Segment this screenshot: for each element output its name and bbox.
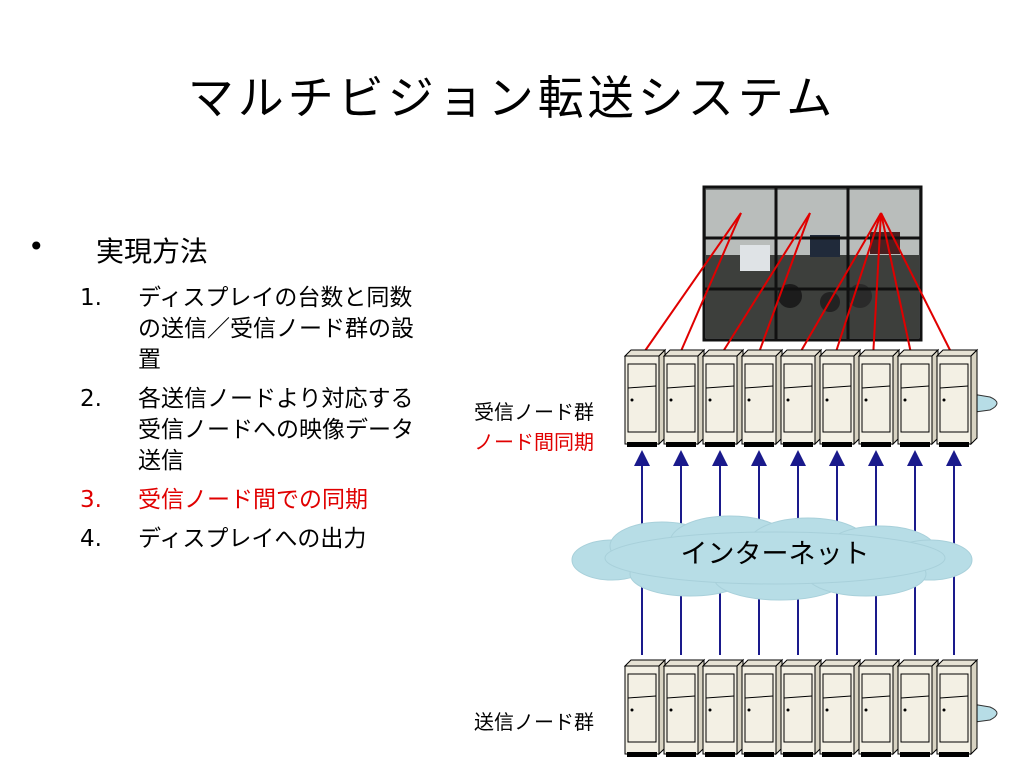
- step-item: 4. ディスプレイへの出力: [80, 524, 440, 555]
- step-item: 2. 各送信ノードより対応する受信ノードへの映像データ送信: [80, 384, 440, 477]
- receiver-server-1: [623, 348, 667, 447]
- node-sync-label: ノード間同期: [474, 430, 594, 454]
- sender-server-7: [857, 658, 901, 757]
- step-number: 3.: [80, 487, 102, 513]
- sender-server-8: [896, 658, 940, 757]
- step-text: ディスプレイへの出力: [138, 526, 367, 552]
- step-text: ディスプレイの台数と同数の送信／受信ノード群の設置: [138, 285, 414, 373]
- step-number: 4.: [80, 526, 102, 552]
- step-text: 各送信ノードより対応する受信ノードへの映像データ送信: [138, 386, 414, 474]
- steps-list: 1. ディスプレイの台数と同数の送信／受信ノード群の設置 2. 各送信ノードより…: [80, 283, 440, 563]
- receiver-nodes-label: 受信ノード群: [474, 400, 594, 424]
- step-text: 受信ノード間での同期: [138, 487, 368, 513]
- internet-cloud: インターネット: [571, 515, 973, 601]
- video-wall-photo: [702, 185, 923, 342]
- sender-servers: [623, 658, 998, 757]
- sender-server-4: [740, 658, 784, 757]
- receiver-server-2: [662, 348, 706, 447]
- step-item: 1. ディスプレイの台数と同数の送信／受信ノード群の設置: [80, 283, 440, 376]
- sender-nodes-label: 送信ノード群: [474, 710, 594, 734]
- step-item-highlight: 3. 受信ノード間での同期: [80, 485, 440, 516]
- receiver-server-3: [701, 348, 745, 447]
- network-label: インターネット: [681, 539, 870, 570]
- step-number: 1.: [80, 285, 102, 311]
- receiver-server-6: [818, 348, 862, 447]
- sender-server-6: [818, 658, 862, 757]
- receiver-servers: [623, 348, 998, 447]
- receiver-server-9: [935, 348, 979, 447]
- receiver-server-8: [896, 348, 940, 447]
- sync-lines: [639, 212, 955, 359]
- sender-server-3: [701, 658, 745, 757]
- sender-server-1: [623, 658, 667, 757]
- slide-title: マルチビジョン転送システム: [187, 71, 837, 125]
- bullet-dot: •: [28, 230, 45, 263]
- receiver-server-7: [857, 348, 901, 447]
- receiver-server-4: [740, 348, 784, 447]
- sender-server-5: [779, 658, 823, 757]
- sender-server-9: [935, 658, 979, 757]
- sender-server-2: [662, 658, 706, 757]
- receiver-server-5: [779, 348, 823, 447]
- bullet-text: 実現方法: [96, 235, 209, 268]
- step-number: 2.: [80, 386, 102, 412]
